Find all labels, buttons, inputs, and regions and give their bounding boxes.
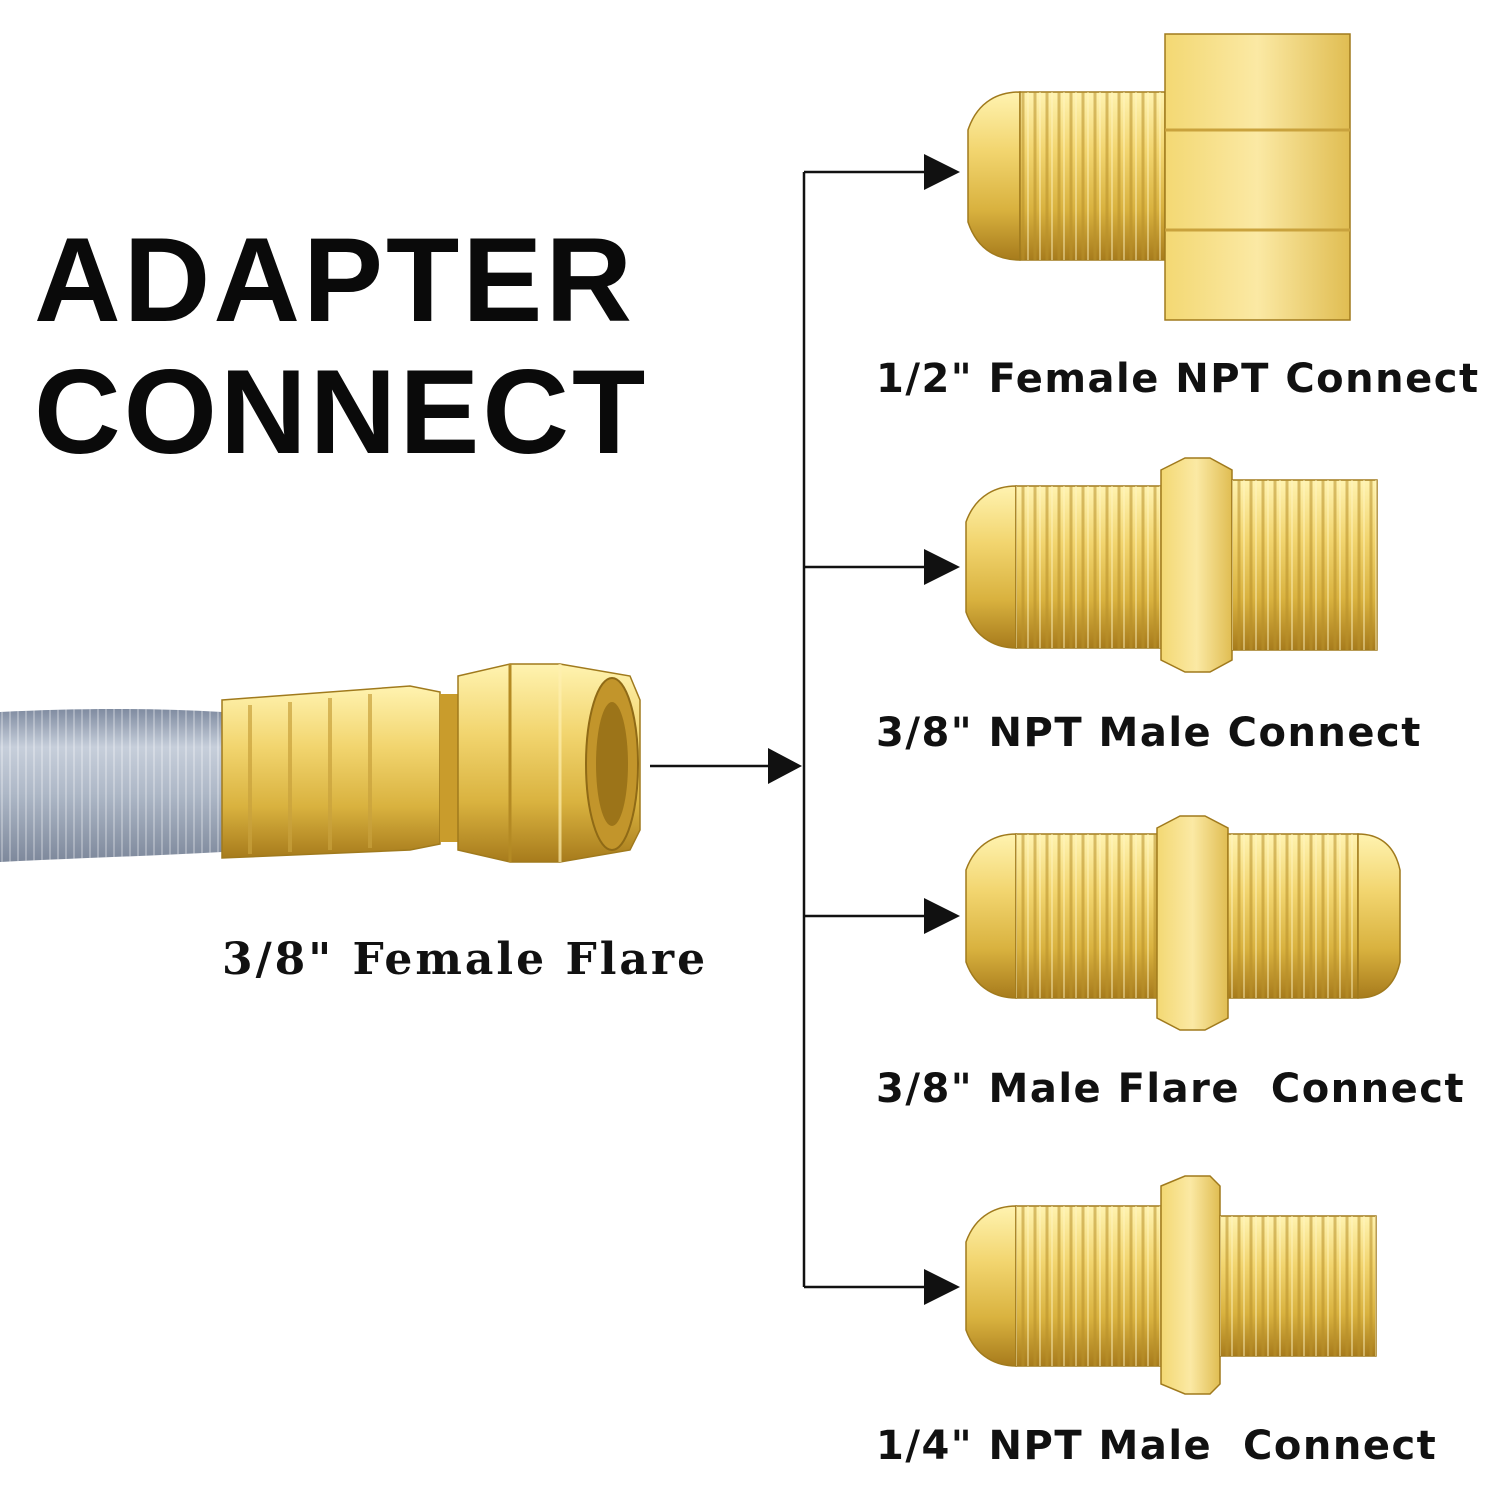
output-label-quarter-npt-male: 1/4" NPT Male Connect <box>876 1423 1438 1469</box>
arrow-right-icon <box>924 154 960 190</box>
fitting-npt-male-image <box>965 457 1378 673</box>
arrow-right-icon <box>924 1269 960 1305</box>
arrow-right-icon <box>924 549 960 585</box>
arrowheads <box>768 154 960 1305</box>
arrow-right-icon <box>924 898 960 934</box>
hose-female-flare-image <box>0 663 641 863</box>
fitting-female-npt-image <box>967 33 1351 321</box>
output-label-male-flare: 3/8" Male Flare Connect <box>876 1066 1466 1112</box>
connector-lines <box>650 170 928 1289</box>
title-line-1: ADAPTER <box>34 213 636 347</box>
arrow-right-icon <box>768 748 802 784</box>
fitting-quarter-npt-male-image <box>965 1175 1377 1395</box>
output-label-female-npt: 1/2" Female NPT Connect <box>876 356 1480 402</box>
output-label-npt-male: 3/8" NPT Male Connect <box>876 710 1422 756</box>
fitting-male-flare-image <box>965 815 1401 1031</box>
source-fitting-label: 3/8" Female Flare <box>222 934 709 985</box>
title-line-2: CONNECT <box>34 345 649 479</box>
